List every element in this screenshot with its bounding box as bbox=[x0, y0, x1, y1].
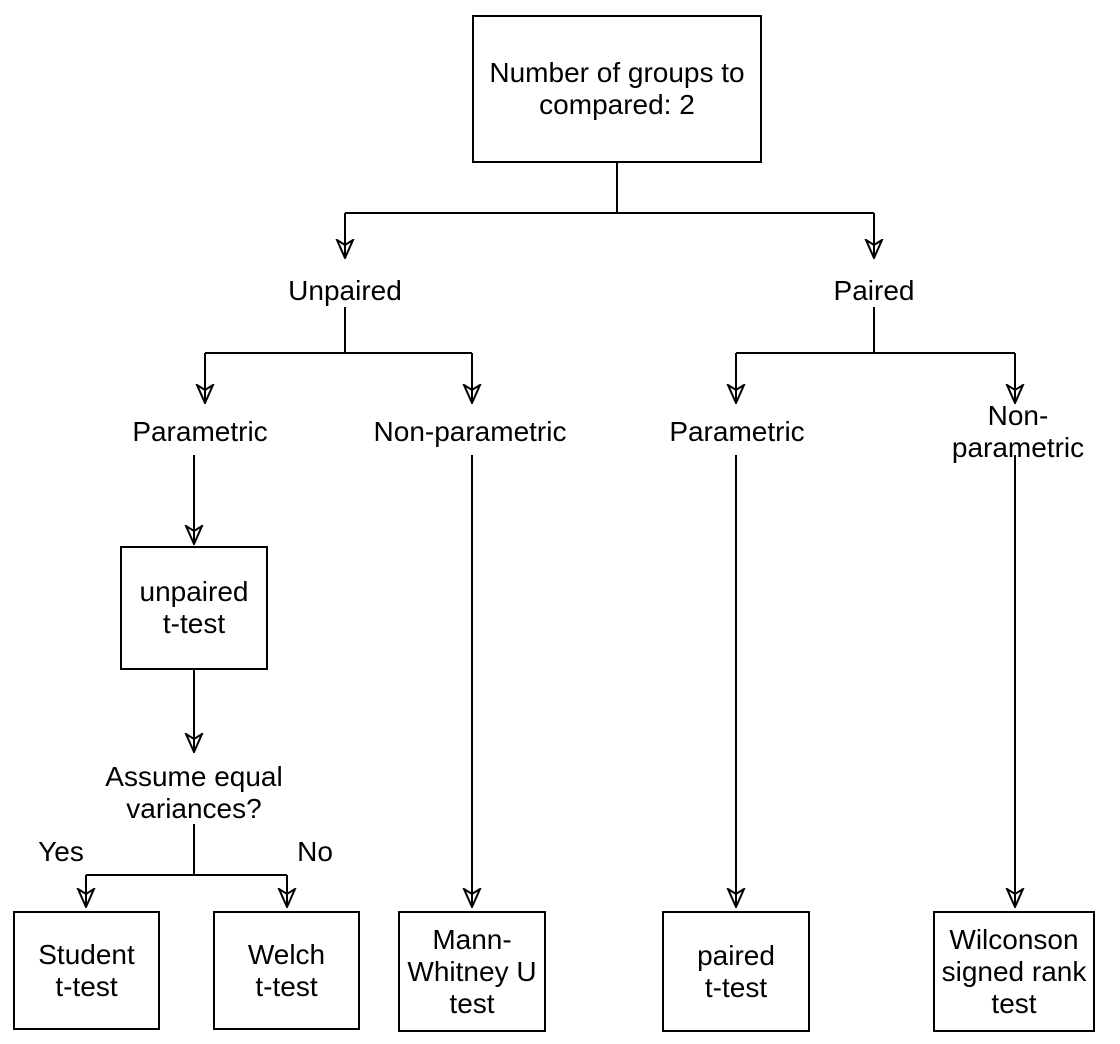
unpaired-parametric-label: Parametric bbox=[132, 416, 268, 447]
paired-ttest-box: paired t-test bbox=[662, 911, 810, 1032]
student-ttest-box: Student t-test bbox=[13, 911, 160, 1030]
welch-ttest-box: Welch t-test bbox=[213, 911, 360, 1030]
variance-question-label: Assume equal variances? bbox=[105, 761, 283, 824]
root-box: Number of groups to compared: 2 bbox=[472, 15, 762, 163]
unpaired-label: Unpaired bbox=[288, 275, 402, 306]
mann-whitney-box: Mann- Whitney U test bbox=[398, 911, 546, 1032]
unpaired-ttest-box: unpaired t-test bbox=[120, 546, 268, 670]
no-label: No bbox=[297, 836, 333, 867]
yes-label: Yes bbox=[38, 836, 84, 867]
paired-parametric-label: Parametric bbox=[669, 416, 805, 447]
wilcoxon-box: Wilconson signed rank test bbox=[933, 911, 1095, 1032]
paired-label: Paired bbox=[833, 275, 915, 306]
unpaired-nonparametric-label: Non-parametric bbox=[373, 416, 567, 447]
paired-nonparametric-label: Non-parametric bbox=[951, 400, 1085, 463]
